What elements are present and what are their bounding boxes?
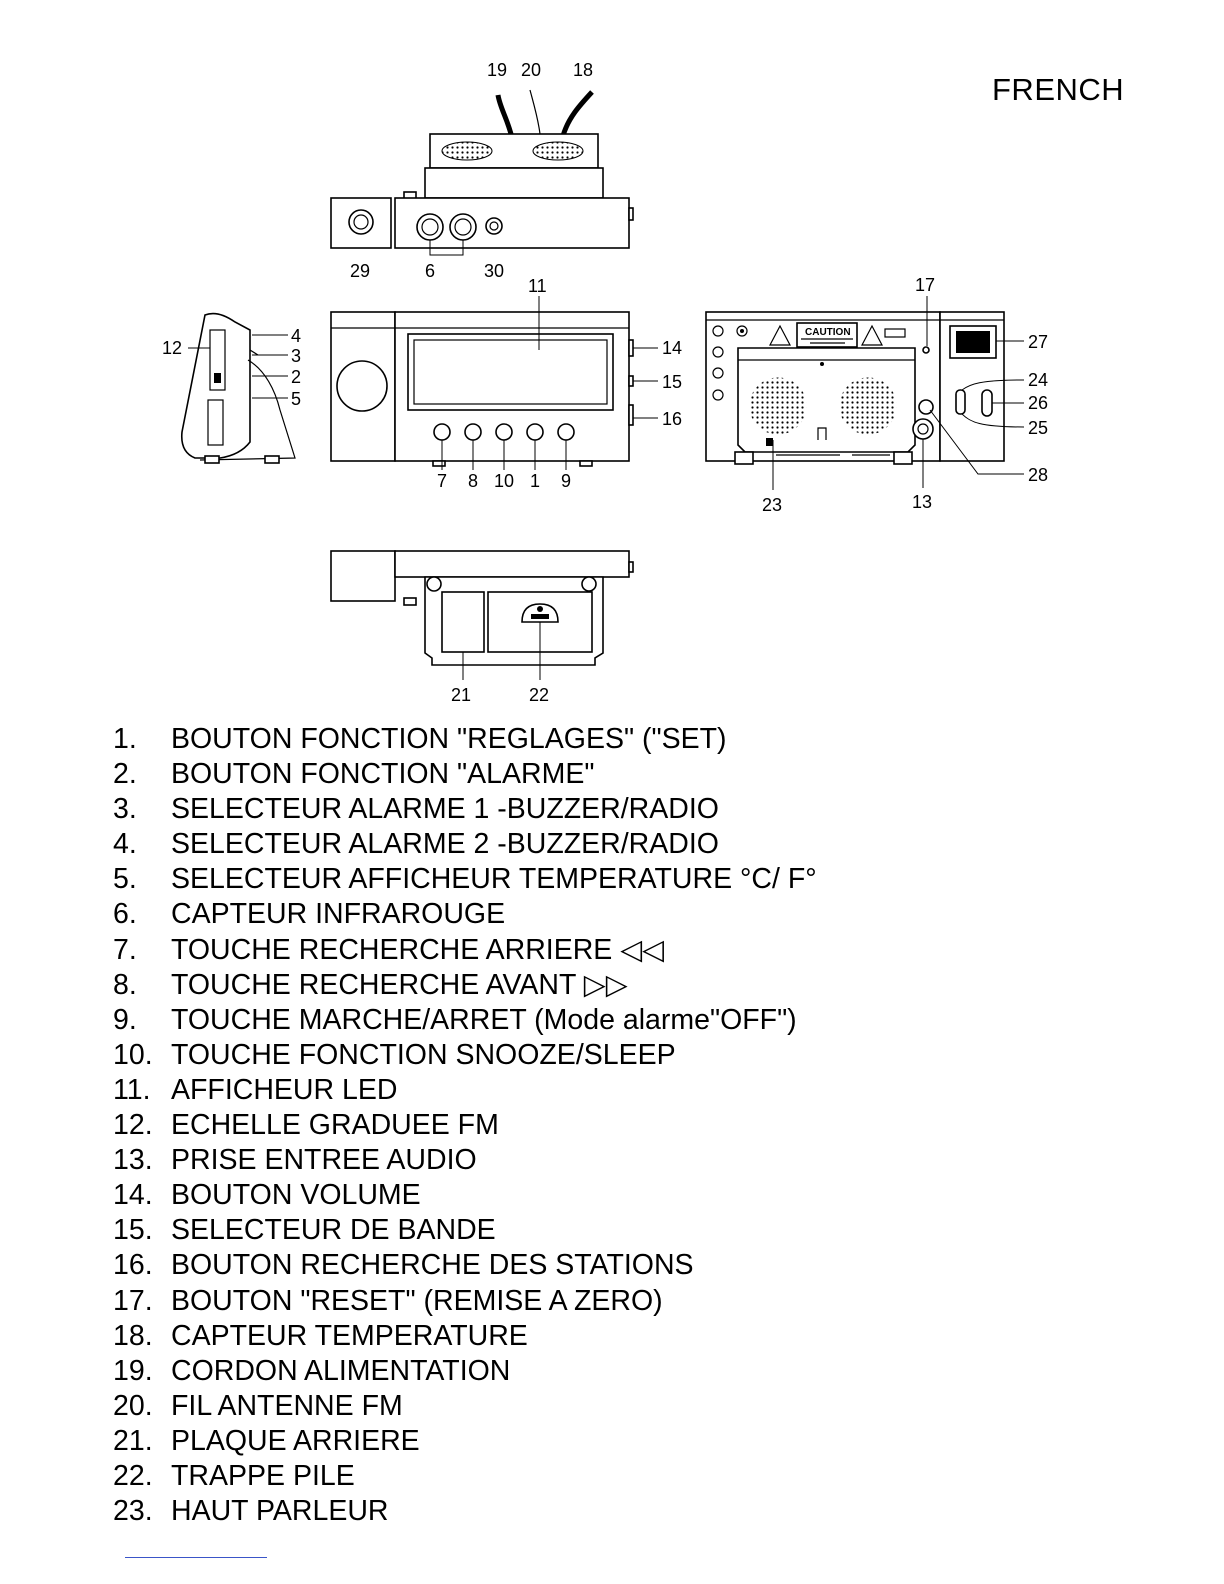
button-10 bbox=[495, 423, 513, 441]
footer-rule bbox=[125, 1557, 267, 1558]
top-left-module bbox=[330, 197, 392, 249]
callout-30: 30 bbox=[484, 261, 504, 281]
back-speaker-right bbox=[838, 376, 898, 436]
language-label: FRENCH bbox=[992, 72, 1125, 107]
legend-item-11: 11.AFFICHEUR LED bbox=[113, 1073, 398, 1106]
callout-17: 17 bbox=[915, 275, 935, 295]
callout-13: 13 bbox=[912, 492, 932, 512]
back-speaker-left bbox=[748, 376, 808, 436]
ir-sensor-left bbox=[416, 213, 444, 241]
right-speaker-grille bbox=[532, 141, 584, 161]
legend-item-17: 17.BOUTON "RESET" (REMISE A ZERO) bbox=[113, 1284, 663, 1317]
switch-24-25 bbox=[955, 389, 966, 415]
callout-6: 6 bbox=[425, 261, 435, 281]
top-view: 19 20 18 29 6 30 bbox=[330, 60, 634, 281]
product-diagram: 19 20 18 29 6 30 12 4 3 2 5 bbox=[162, 60, 1048, 705]
caution-text: CAUTION bbox=[805, 327, 851, 338]
side-body bbox=[180, 312, 251, 459]
callout-27: 27 bbox=[1028, 332, 1048, 352]
callout-9: 9 bbox=[561, 471, 571, 491]
fm-antenna-wire bbox=[529, 89, 541, 135]
legend-item-14: 14.BOUTON VOLUME bbox=[113, 1179, 421, 1212]
legend-item-7: 7.TOUCHE RECHERCHE ARRIERE ◁◁ bbox=[113, 933, 665, 966]
side-view: 12 4 3 2 5 bbox=[162, 312, 301, 464]
legend-item-9: 9.TOUCHE MARCHE/ARRET (Mode alarme"OFF") bbox=[113, 1003, 797, 1036]
legend-item-6: 6.CAPTEUR INFRAROUGE bbox=[113, 898, 506, 931]
callout-21: 21 bbox=[451, 685, 471, 705]
callout-20: 20 bbox=[521, 60, 541, 80]
legend-item-20: 20.FIL ANTENNE FM bbox=[113, 1389, 403, 1422]
callout-18: 18 bbox=[573, 60, 593, 80]
jack-30 bbox=[485, 217, 503, 235]
front-view: 11 14 15 16 7 8 10 1 9 bbox=[330, 276, 682, 491]
legend-item-5: 5.SELECTEUR AFFICHEUR TEMPERATURE °C/ F° bbox=[113, 863, 817, 896]
temperature-sensor-cord bbox=[560, 90, 594, 137]
callout-14: 14 bbox=[662, 338, 682, 358]
button-8 bbox=[464, 423, 482, 441]
callout-25: 25 bbox=[1028, 418, 1048, 438]
button-9 bbox=[557, 423, 575, 441]
callout-15: 15 bbox=[662, 372, 682, 392]
bottom-view: 21 22 bbox=[330, 550, 634, 705]
callout-8: 8 bbox=[468, 471, 478, 491]
bottom-front-strip bbox=[394, 550, 630, 578]
button-7 bbox=[433, 423, 451, 441]
callout-26: 26 bbox=[1028, 393, 1048, 413]
audio-input-jack bbox=[912, 418, 934, 440]
bottom-left-module bbox=[330, 550, 396, 602]
callout-29: 29 bbox=[350, 261, 370, 281]
led-display bbox=[407, 333, 614, 411]
callout-22: 22 bbox=[529, 685, 549, 705]
button-1 bbox=[526, 423, 544, 441]
reset-hole bbox=[922, 346, 930, 354]
callout-3: 3 bbox=[291, 346, 301, 366]
switch-26 bbox=[981, 389, 993, 417]
power-cord bbox=[495, 94, 515, 139]
back-plate bbox=[441, 591, 485, 653]
legend-item-19: 19.CORDON ALIMENTATION bbox=[113, 1354, 511, 1387]
legend-item-4: 4.SELECTEUR ALARME 2 -BUZZER/RADIO bbox=[113, 828, 719, 861]
legend-item-23: 23.HAUT PARLEUR bbox=[113, 1495, 389, 1528]
callout-10: 10 bbox=[494, 471, 514, 491]
legend-item-8: 8.TOUCHE RECHERCHE AVANT ▷▷ bbox=[113, 968, 628, 1001]
knob-29 bbox=[348, 209, 374, 235]
callout-19: 19 bbox=[487, 60, 507, 80]
back-knob-28 bbox=[918, 399, 934, 415]
callout-4: 4 bbox=[291, 326, 301, 346]
callout-16: 16 bbox=[662, 409, 682, 429]
legend-item-21: 21.PLAQUE ARRIERE bbox=[113, 1424, 420, 1457]
legend-item-22: 22.TRAPPE PILE bbox=[113, 1459, 355, 1492]
legend-item-16: 16.BOUTON RECHERCHE DES STATIONS bbox=[113, 1249, 694, 1282]
legend-item-3: 3.SELECTEUR ALARME 1 -BUZZER/RADIO bbox=[113, 793, 719, 826]
callout-23: 23 bbox=[762, 495, 782, 515]
callout-11: 11 bbox=[528, 276, 547, 296]
legend-item-18: 18.CAPTEUR TEMPERATURE bbox=[113, 1319, 528, 1352]
callout-5: 5 bbox=[291, 389, 301, 409]
legend-item-13: 13.PRISE ENTREE AUDIO bbox=[113, 1144, 477, 1177]
top-stand bbox=[424, 167, 604, 199]
callout-28: 28 bbox=[1028, 465, 1048, 485]
legend-item-1: 1.BOUTON FONCTION "REGLAGES" ("SET) bbox=[113, 723, 727, 755]
callout-7: 7 bbox=[437, 471, 447, 491]
back-view: CAUTION 17 27 24 26 25 bbox=[705, 275, 1048, 515]
top-side-knob bbox=[628, 207, 634, 221]
callout-24: 24 bbox=[1028, 370, 1048, 390]
legend-item-10: 10.TOUCHE FONCTION SNOOZE/SLEEP bbox=[113, 1038, 676, 1071]
callout-2: 2 bbox=[291, 367, 301, 387]
front-round-lens bbox=[336, 360, 388, 412]
legend-item-15: 15.SELECTEUR DE BANDE bbox=[113, 1214, 496, 1247]
parts-legend: 1.BOUTON FONCTION "REGLAGES" ("SET) 2.BO… bbox=[113, 722, 817, 1529]
ir-sensor-right bbox=[449, 213, 477, 241]
legend-item-12: 12.ECHELLE GRADUEE FM bbox=[113, 1109, 499, 1142]
left-speaker-grille bbox=[441, 141, 493, 161]
callout-12: 12 bbox=[162, 338, 182, 358]
callout-1: 1 bbox=[530, 471, 540, 491]
legend-item-2: 2.BOUTON FONCTION "ALARME" bbox=[113, 758, 595, 791]
